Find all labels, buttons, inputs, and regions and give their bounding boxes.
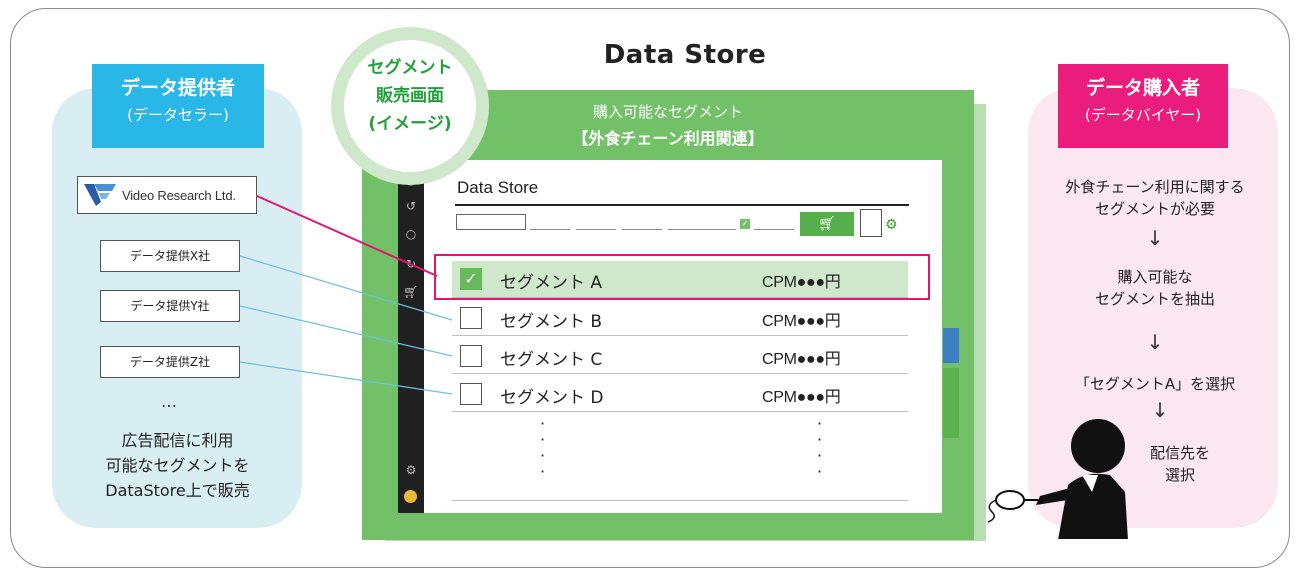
provider-x-connector — [239, 255, 453, 321]
logo-connector — [256, 195, 438, 277]
buyer-step1-line1: 外食チェーン利用に関する — [1065, 178, 1245, 196]
buyer-title: データ購入者 — [1085, 77, 1200, 99]
badge-line3: (イメージ) — [368, 114, 452, 134]
buyer-header: データ購入者 (データバイヤー) — [1058, 64, 1228, 148]
history-icon[interactable]: ↺ — [405, 199, 417, 213]
user-avatar[interactable] — [404, 490, 417, 503]
provider-z-box: データ提供Z社 — [100, 346, 240, 378]
search-input[interactable] — [456, 214, 526, 230]
buyer-step2-line2: セグメントを抽出 — [1094, 290, 1215, 308]
segment-c-price: CPM●●●円 — [762, 351, 841, 368]
vr-logo-icon — [84, 184, 116, 206]
scroll-marker-blue[interactable] — [943, 328, 959, 363]
cart-icon[interactable]: 🛒︎ — [403, 285, 419, 299]
provider-header: データ提供者 (データセラー) — [92, 64, 264, 148]
provider-desc-line2: 可能なセグメントを — [105, 456, 250, 475]
segment-a-price: CPM●●●円 — [762, 274, 841, 291]
filter-field[interactable] — [530, 229, 570, 230]
buyer-person-icon — [987, 419, 1128, 539]
provider-subtitle: (データセラー) — [127, 106, 229, 124]
store-title: Data Store — [603, 40, 767, 70]
option-box[interactable] — [860, 209, 882, 237]
down-arrow-icon: ↓ — [1146, 226, 1164, 250]
store-inner-title: Data Store — [457, 178, 539, 197]
store-category: 【外食チェーン利用関連】 — [572, 129, 764, 148]
cart-icon: 🛒︎ — [818, 216, 836, 232]
refresh-icon[interactable]: ○ — [405, 227, 417, 241]
provider-desc-line3: DataStore上で販売 — [105, 481, 250, 500]
badge-line2: 販売画面 — [376, 86, 444, 106]
down-arrow-icon: ↓ — [1146, 330, 1164, 354]
buyer-step4-line2: 選択 — [1164, 466, 1195, 484]
buyer-step4-line1: 配信先を — [1149, 444, 1210, 462]
segment-a-name: セグメント A — [500, 273, 603, 293]
filter-checkbox[interactable]: ✓ — [740, 219, 750, 229]
filter-field[interactable] — [622, 229, 662, 230]
scroll-marker-green[interactable] — [943, 368, 959, 438]
filter-field[interactable] — [754, 229, 794, 230]
badge-line1: セグメント — [367, 58, 453, 78]
segment-c-checkbox[interactable] — [460, 345, 482, 367]
segment-b-price: CPM●●●円 — [762, 313, 841, 330]
more-rows-indicator: ···· — [540, 414, 546, 481]
segment-d-price: CPM●●●円 — [762, 389, 841, 406]
screen-badge-text: セグメント 販売画面 (イメージ) — [344, 40, 476, 172]
segment-d-checkbox[interactable] — [460, 383, 482, 405]
provider-y-box: データ提供Y社 — [100, 290, 240, 322]
store-subtitle: 購入可能なセグメント — [592, 103, 743, 121]
provider-ellipsis: … — [161, 392, 179, 411]
row-divider — [452, 411, 908, 412]
buyer-panel — [1028, 88, 1278, 528]
segment-c-name: セグメント C — [500, 350, 603, 370]
buyer-step4: 配信先を 選択 — [1120, 442, 1240, 486]
down-arrow-icon: ↓ — [1151, 398, 1169, 422]
title-divider — [455, 204, 909, 206]
provider-title: データ提供者 — [120, 77, 235, 99]
buyer-step2-line1: 購入可能な — [1117, 268, 1193, 286]
provider-description: 広告配信に利用 可能なセグメントを DataStore上で販売 — [55, 428, 300, 503]
row-divider — [452, 335, 908, 336]
segment-row-a[interactable] — [452, 261, 908, 297]
filter-field[interactable] — [576, 229, 616, 230]
segment-d-name: セグメント D — [500, 388, 604, 408]
segment-b-name: セグメント B — [500, 312, 603, 332]
video-research-logo: Video Research Ltd. — [77, 176, 257, 214]
filter-field[interactable] — [668, 229, 708, 230]
list-bottom-divider — [452, 500, 908, 501]
segment-a-checkbox[interactable]: ✓ — [460, 268, 482, 290]
buyer-step1: 外食チェーン利用に関する セグメントが必要 — [1035, 176, 1275, 220]
add-to-cart-button[interactable]: 🛒︎ — [800, 212, 854, 236]
buyer-subtitle: (データバイヤー) — [1084, 106, 1202, 124]
provider-z-connector — [239, 361, 453, 395]
provider-y-connector — [239, 305, 453, 357]
connectors-layer — [239, 195, 1128, 539]
buyer-step1-line2: セグメントが必要 — [1094, 200, 1215, 218]
more-prices-indicator: ···· — [817, 414, 823, 481]
provider-x-box: データ提供X社 — [100, 240, 240, 272]
row-divider — [452, 297, 908, 298]
buyer-step3: 「セグメントA」を選択 — [1074, 375, 1236, 393]
provider-desc-line1: 広告配信に利用 — [121, 431, 234, 450]
filter-field[interactable] — [706, 229, 736, 230]
settings-icon[interactable]: ⚙ — [405, 463, 417, 477]
store-sidebar — [398, 160, 424, 513]
vr-logo-text: Video Research Ltd. — [122, 187, 236, 203]
segment-b-checkbox[interactable] — [460, 307, 482, 329]
gear-icon[interactable]: ⚙ — [885, 217, 898, 233]
buyer-step2: 購入可能な セグメントを抽出 — [1035, 266, 1275, 310]
row-divider — [452, 373, 908, 374]
selection-highlight — [434, 254, 930, 300]
